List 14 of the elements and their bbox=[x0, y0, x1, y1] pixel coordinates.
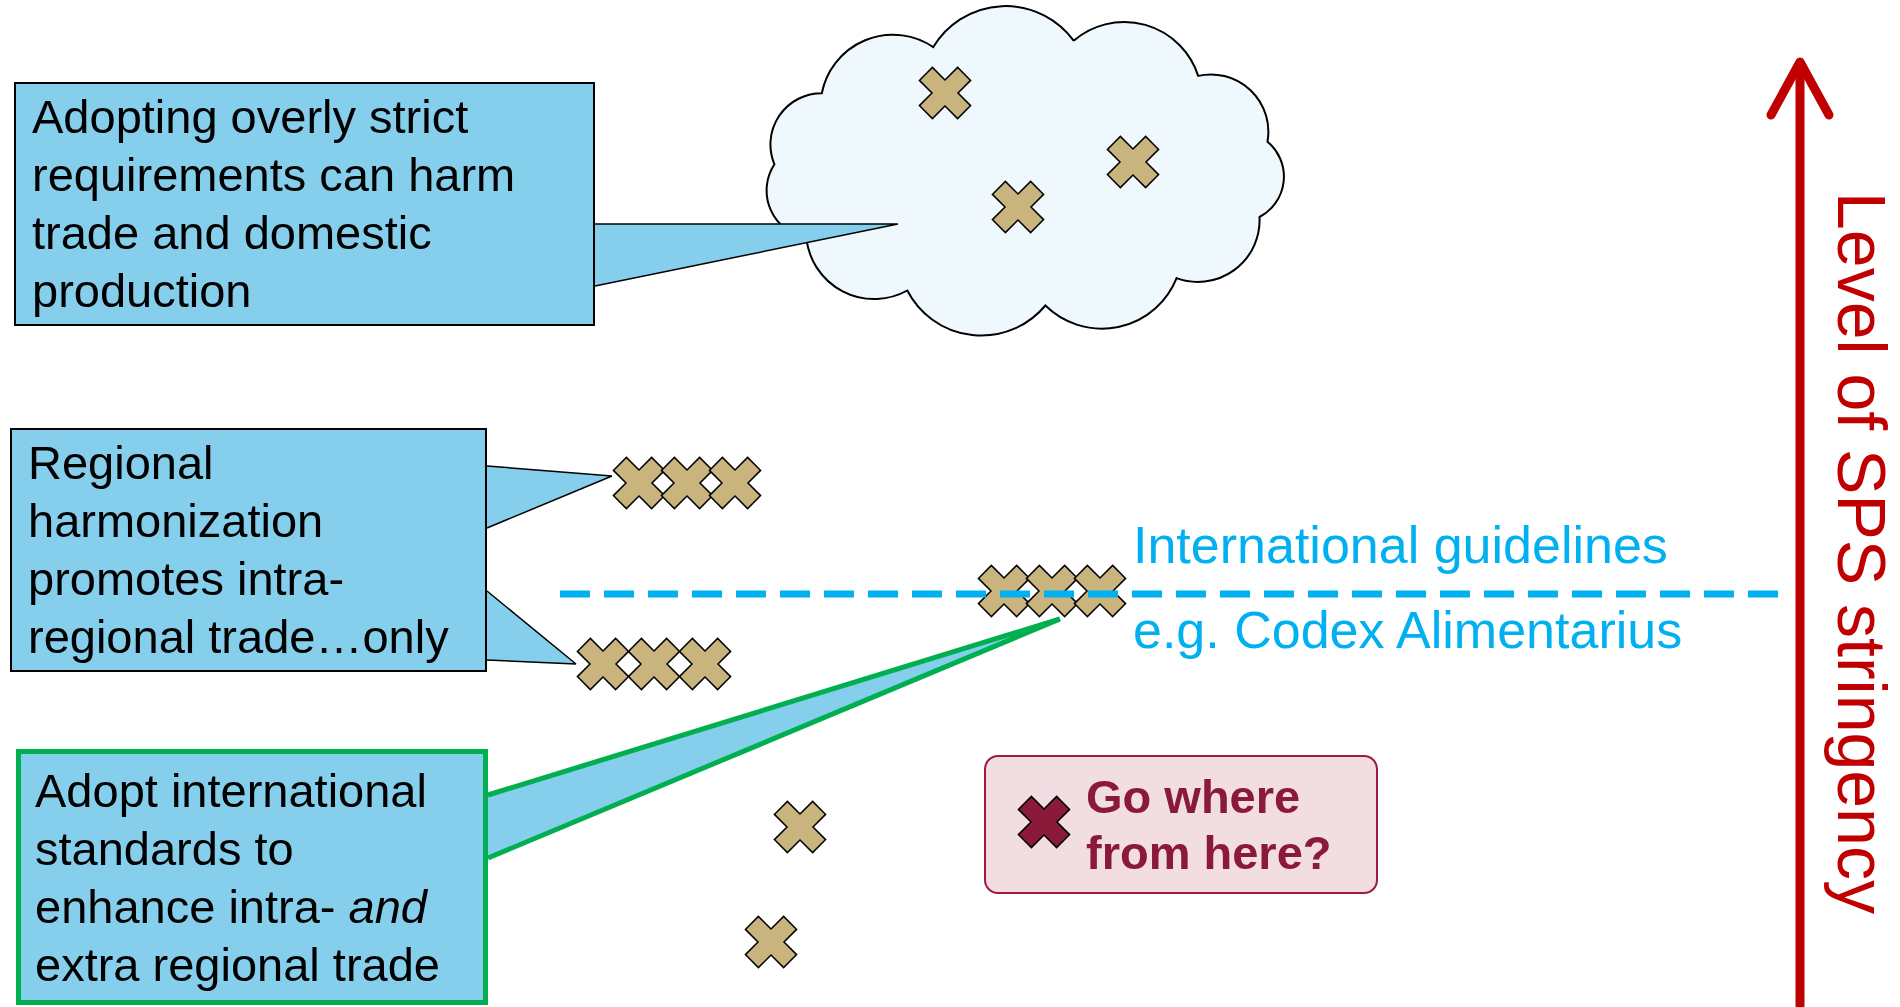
guideline-label: International guidelines bbox=[1133, 518, 1668, 573]
axis-label: Level of SPS stringency bbox=[1826, 192, 1898, 914]
question-text: Go where from here? bbox=[1086, 769, 1333, 881]
callout-box: Adopting overly strict requirements can harm trade and domestic production bbox=[14, 82, 595, 326]
guideline-example-label: e.g. Codex Alimentarius bbox=[1133, 603, 1683, 658]
callout-box: Regional harmonization promotes intra-regional trade…only bbox=[10, 428, 487, 672]
callout-pointer bbox=[594, 223, 899, 287]
callout-box bbox=[984, 755, 1378, 894]
callout-pointer bbox=[486, 465, 613, 529]
callout-pointer bbox=[485, 616, 1063, 861]
callout-box: Adopt international standards to enhance intra- and extra regional trade bbox=[16, 749, 488, 1005]
cross-mark-cluster bbox=[977, 563, 1127, 619]
cross-mark-cluster bbox=[576, 636, 732, 692]
cross-mark-cluster bbox=[612, 456, 762, 510]
